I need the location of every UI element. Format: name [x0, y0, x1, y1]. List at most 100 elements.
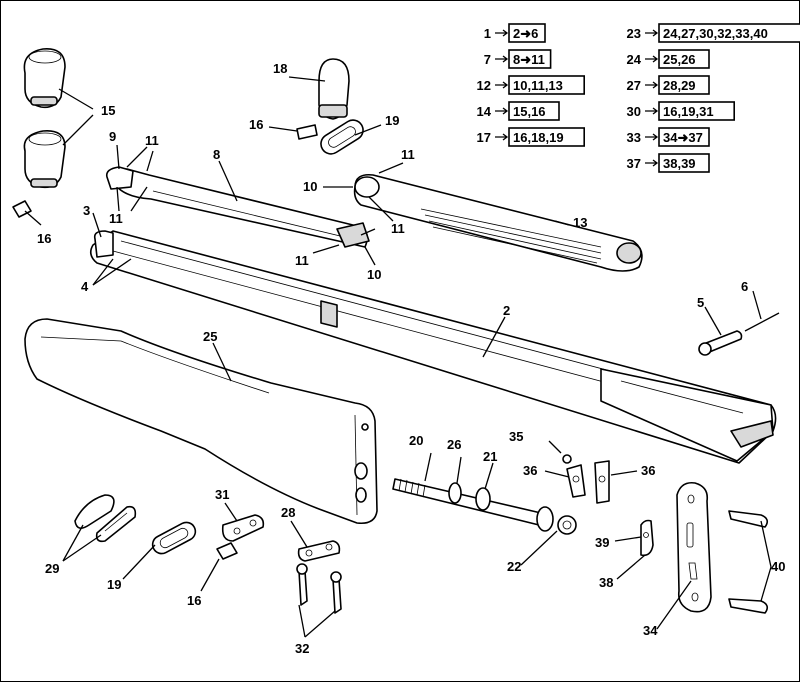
legend-parts: 8➜11 — [513, 52, 545, 67]
callout-40: 40 — [771, 559, 785, 574]
legend-arrow — [645, 29, 659, 37]
pin-5 — [698, 330, 743, 356]
callout-2: 2 — [503, 303, 510, 318]
screw-16-b — [296, 124, 318, 140]
legend-arrow — [645, 159, 659, 167]
callout-6: 6 — [741, 279, 748, 294]
legend-box — [508, 127, 585, 147]
screw-35 — [562, 454, 572, 464]
legend-arrow — [495, 55, 509, 63]
cap-9 — [105, 166, 134, 190]
callout-21: 21 — [483, 449, 497, 464]
callout-labels: 15 16 18 16 19 9 11 8 11 10 13 11 3 4 11… — [37, 61, 785, 656]
swivel-29 — [74, 494, 137, 543]
callout-16-c: 16 — [187, 593, 201, 608]
legend-arrow — [645, 107, 659, 115]
callout-25: 25 — [203, 329, 217, 344]
nut-22 — [557, 515, 577, 535]
screw-16-c — [216, 542, 238, 560]
callout-11-c: 11 — [391, 221, 405, 236]
callout-8: 8 — [213, 147, 220, 162]
wood-screws-32 — [296, 563, 342, 614]
legend-parts: 28,29 — [663, 78, 696, 93]
legend-box — [658, 75, 710, 95]
legend-parts: 2➜6 — [513, 26, 538, 41]
callout-11-e: 11 — [295, 253, 309, 268]
legend-arrow — [495, 29, 509, 37]
legend-box — [508, 101, 560, 121]
legend-arrow — [495, 107, 509, 115]
legend-arrow — [645, 133, 659, 141]
legend-box — [508, 75, 585, 95]
callout-10-a: 10 — [303, 179, 317, 194]
callout-15: 15 — [101, 103, 115, 118]
callout-3: 3 — [83, 203, 90, 218]
cap-3 — [93, 230, 114, 258]
plate-28 — [297, 540, 341, 562]
callout-9: 9 — [109, 129, 116, 144]
legend-number: 7 — [484, 52, 491, 67]
legend-parts: 16,18,19 — [513, 130, 564, 145]
callout-22: 22 — [507, 559, 521, 574]
callout-36-b: 36 — [641, 463, 655, 478]
legend-box — [658, 49, 710, 69]
sling-swivel-19-a — [320, 119, 364, 155]
callout-5: 5 — [697, 295, 704, 310]
callout-11-b: 11 — [401, 147, 415, 162]
callout-35: 35 — [509, 429, 523, 444]
callout-4: 4 — [81, 279, 89, 294]
butt-stock-25 — [24, 318, 378, 525]
handguard-13 — [353, 173, 643, 272]
washer-26 — [448, 482, 462, 504]
swivel-band-18 — [318, 58, 350, 120]
legend-number: 14 — [477, 104, 492, 119]
legend-arrow — [645, 55, 659, 63]
plate-31 — [221, 514, 265, 542]
callout-32: 32 — [295, 641, 309, 656]
legend-number: 17 — [477, 130, 491, 145]
callout-34: 34 — [643, 623, 658, 638]
pin-6 — [744, 312, 780, 332]
sling-swivel-19-b — [151, 521, 197, 555]
legend-number: 30 — [627, 104, 641, 119]
legend-number: 27 — [627, 78, 641, 93]
legend-number: 12 — [477, 78, 491, 93]
callout-19-b: 19 — [107, 577, 121, 592]
callout-16-b: 16 — [249, 117, 263, 132]
legend-box — [658, 127, 710, 147]
legend-parts: 10,11,13 — [513, 78, 563, 93]
callout-11-a: 11 — [145, 133, 159, 148]
barrel-band-15-lower — [23, 130, 66, 189]
callout-31: 31 — [215, 487, 229, 502]
callout-11-d: 11 — [109, 211, 123, 226]
callout-10-b: 10 — [367, 267, 381, 282]
leader-lines — [24, 76, 772, 638]
legend-parts: 16,19,31 — [663, 104, 714, 119]
legend-box — [658, 153, 710, 173]
legend-box — [508, 49, 552, 69]
legend-box — [658, 101, 735, 121]
callout-19-a: 19 — [385, 113, 399, 128]
callout-39: 39 — [595, 535, 609, 550]
callout-13: 13 — [573, 215, 587, 230]
callout-28: 28 — [281, 505, 295, 520]
washer-21 — [475, 487, 491, 511]
stock-bolt-20 — [392, 478, 554, 532]
legend-parts: 15,16 — [513, 104, 546, 119]
barrel-band-15-upper — [23, 48, 66, 109]
callout-20: 20 — [409, 433, 423, 448]
legend-arrow — [495, 81, 509, 89]
plate-36-left — [566, 464, 586, 498]
legend-number: 37 — [627, 156, 641, 171]
callout-29: 29 — [45, 561, 59, 576]
callout-38: 38 — [599, 575, 613, 590]
legend-number: 33 — [627, 130, 641, 145]
latch-38-39 — [640, 519, 654, 557]
legend-parts: 34➜37 — [663, 130, 703, 145]
legend-number: 23 — [627, 26, 641, 41]
legend-number: 1 — [484, 26, 491, 41]
wood-screw-40-lower — [728, 598, 769, 614]
